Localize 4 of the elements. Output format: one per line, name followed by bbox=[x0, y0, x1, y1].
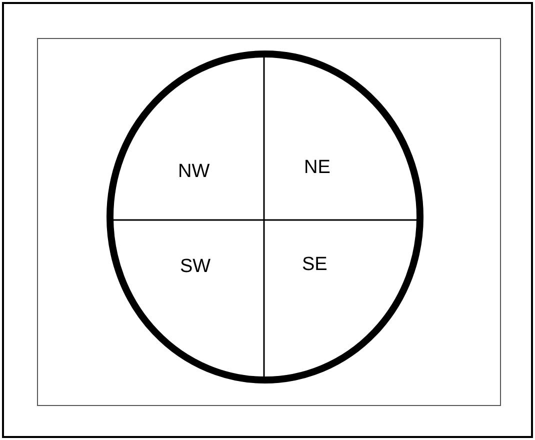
quadrant-label: NE bbox=[304, 158, 330, 177]
quadrant-label: SE bbox=[302, 255, 328, 274]
quadrant-label: SW bbox=[180, 257, 211, 276]
quadrant-label: NW bbox=[178, 162, 210, 181]
